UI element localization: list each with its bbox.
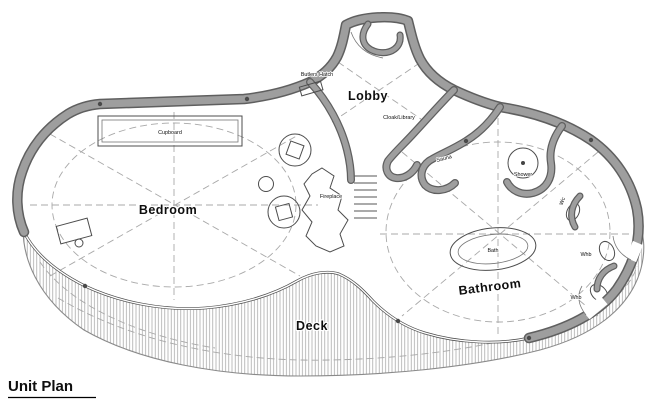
door-openings — [578, 235, 644, 320]
butlers-hatch — [298, 80, 324, 97]
lobby-steps — [354, 175, 377, 219]
cloak-library-label: Cloak/Library — [383, 115, 415, 121]
butlers-hatch-label: Butlers Hatch — [301, 72, 333, 78]
whb-lower-label: Whb — [570, 295, 581, 301]
exterior-wall — [12, 11, 644, 344]
shower-label: Shower — [514, 172, 532, 178]
wall-joint-dots — [82, 96, 594, 341]
bedroom-desk — [55, 217, 93, 248]
bedroom-column-circles — [258, 133, 312, 229]
bath-label: Bath — [487, 248, 498, 254]
interior-walls — [306, 78, 618, 293]
bedroom-label: Bedroom — [139, 203, 197, 217]
bath-tub — [449, 227, 537, 271]
cupboard-unit — [97, 115, 243, 147]
deck-label: Deck — [296, 319, 328, 333]
fireplace-hearth — [301, 167, 349, 253]
entry-porch-wall — [350, 20, 404, 59]
whb-upper-label: Whb — [580, 252, 591, 258]
shower-tray — [507, 147, 539, 179]
whb-basin-upper — [598, 240, 616, 262]
plan-title: Unit Plan — [8, 378, 73, 395]
lobby-label: Lobby — [348, 89, 388, 103]
cupboard-label: Cupboard — [158, 130, 182, 136]
glazed-wall — [22, 231, 530, 344]
sauna-label: Sauna — [436, 154, 453, 164]
fireplace-label: Fireplace — [320, 194, 342, 200]
wc-label: Wc — [559, 196, 567, 206]
deck-joist-dashed-lines — [39, 261, 638, 361]
construction-dashed-lines — [30, 59, 634, 338]
building-floor — [17, 17, 639, 343]
